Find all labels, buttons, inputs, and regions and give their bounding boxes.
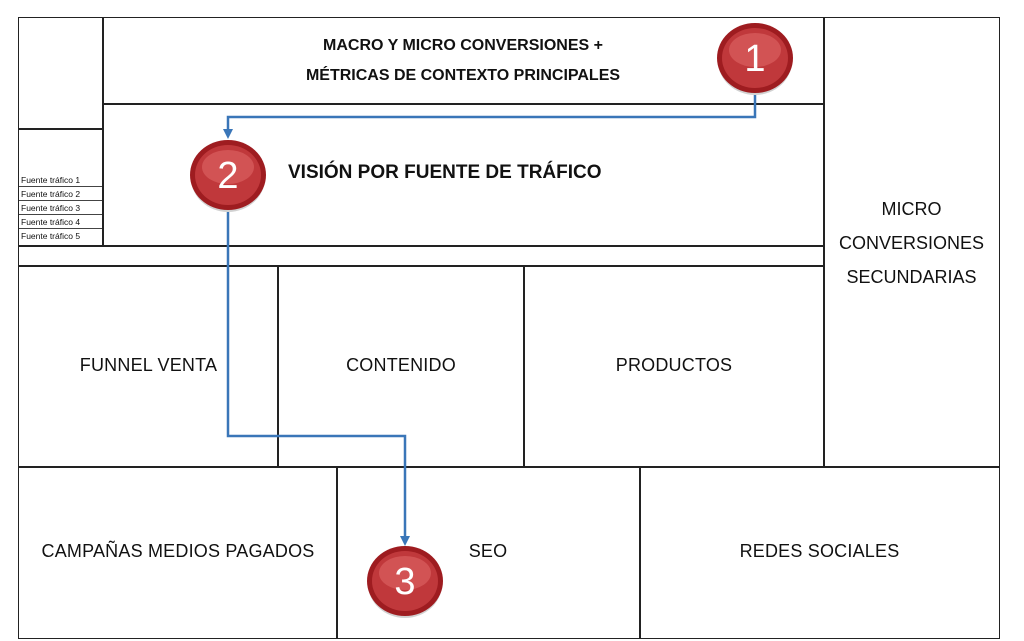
seo-box	[336, 466, 641, 639]
header-box	[102, 17, 825, 105]
micro-line2: CONVERSIONES	[838, 233, 985, 253]
step-badge-3: 3	[367, 546, 443, 618]
vision-strip	[18, 245, 825, 267]
funnel-venta-box	[18, 265, 279, 468]
productos-label: PRODUCTOS	[615, 354, 733, 375]
header-title-line2: MÉTRICAS DE CONTEXTO PRINCIPALES	[305, 67, 621, 84]
source-item-2: Fuente tráfico 2	[19, 187, 102, 201]
source-item-5: Fuente tráfico 5	[21, 231, 81, 241]
source-item-4: Fuente tráfico 4	[19, 215, 102, 229]
contenido-label: CONTENIDO	[346, 354, 456, 375]
redes-sociales-box	[639, 466, 1000, 639]
micro-secundarias-box	[823, 17, 1000, 468]
productos-box	[523, 265, 825, 468]
step-2-number: 2	[217, 155, 238, 197]
seo-label: SEO	[468, 540, 508, 561]
step-badge-1: 1	[717, 23, 793, 95]
micro-line1: MICRO	[881, 199, 942, 219]
header-title: MACRO Y MICRO CONVERSIONES + MÉTRICAS DE…	[230, 28, 696, 94]
header-title-line1: MACRO Y MICRO CONVERSIONES +	[323, 37, 603, 54]
step-1-number: 1	[744, 38, 765, 80]
vision-title: VISIÓN POR FUENTE DE TRÁFICO	[288, 162, 602, 183]
step-3-number: 3	[394, 561, 415, 603]
arrow-2-to-3	[226, 212, 410, 546]
micro-line3: SECUNDARIAS	[846, 267, 977, 287]
source-item-1: Fuente tráfico 1	[19, 173, 102, 187]
funnel-venta-label: FUNNEL VENTA	[79, 354, 218, 375]
vision-box	[102, 103, 825, 247]
top-left-cell	[18, 17, 104, 130]
campanas-box	[18, 466, 338, 639]
micro-secundarias-label: MICRO CONVERSIONES SECUNDARIAS	[825, 188, 998, 298]
source-list-box	[18, 128, 104, 247]
source-item-3: Fuente tráfico 3	[19, 201, 102, 215]
step-badge-2: 2	[190, 140, 266, 212]
arrow-1-to-2	[223, 95, 757, 139]
campanas-label: CAMPAÑAS MEDIOS PAGADOS	[41, 540, 315, 561]
redes-sociales-label: REDES SOCIALES	[739, 540, 900, 561]
contenido-box	[277, 265, 525, 468]
